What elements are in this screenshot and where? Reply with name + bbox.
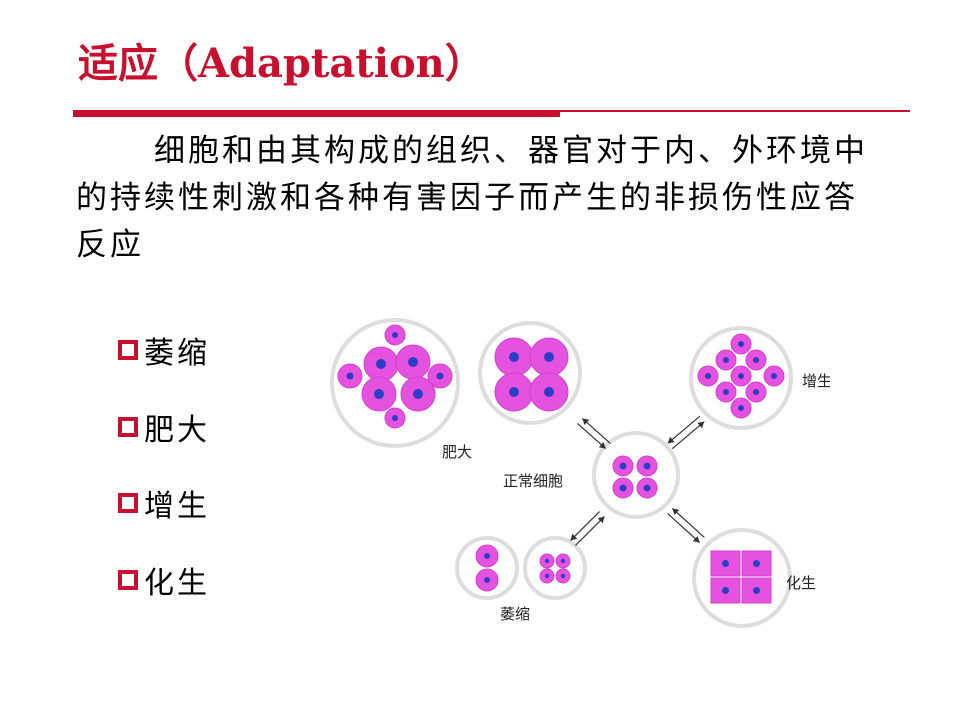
- nucleus: [723, 389, 729, 395]
- arrow-head-icon: [667, 436, 675, 444]
- nucleus: [705, 373, 711, 379]
- nucleus: [560, 558, 566, 564]
- bullet-item-hypertrophy: 肥大: [118, 407, 210, 448]
- arrow-head-icon: [582, 418, 590, 425]
- nucleus: [619, 462, 627, 470]
- nucleus: [484, 577, 490, 583]
- nucleus: [738, 405, 744, 411]
- arrow-head-icon: [697, 421, 705, 429]
- nucleus: [738, 341, 744, 347]
- nucleus: [643, 462, 651, 470]
- bullet-item-hyperplasia: 增生: [118, 483, 210, 524]
- title-rule: [73, 110, 910, 112]
- nucleus: [643, 484, 651, 492]
- bullet-item-atrophy: 萎缩: [118, 330, 210, 371]
- nucleus: [544, 352, 554, 362]
- nucleus: [509, 352, 519, 362]
- nucleus: [722, 587, 729, 594]
- label-hypertrophy: 肥大: [442, 443, 472, 461]
- nucleus: [484, 553, 490, 559]
- label-normal-cell: 正常细胞: [503, 472, 563, 490]
- bullet-item-metaplasia: 化生: [118, 560, 210, 601]
- arrow-line: [575, 516, 605, 546]
- nucleus: [722, 560, 729, 567]
- bullet-label: 萎缩: [144, 336, 210, 371]
- arrow-line: [667, 513, 701, 544]
- bullet-label: 化生: [144, 565, 210, 601]
- nucleus: [560, 573, 566, 579]
- arrow-line: [667, 415, 701, 444]
- nucleus: [619, 484, 627, 492]
- nucleus: [408, 357, 418, 367]
- definition-text: 细胞和由其构成的组织、器官对于内、外环境中的持续性刺激和各种有害因子而产生的非损…: [76, 133, 868, 263]
- arrow-head-icon: [597, 516, 605, 524]
- square-bullet-icon: [118, 493, 138, 513]
- nucleus: [413, 389, 423, 399]
- nucleus: [376, 359, 386, 369]
- nucleus: [392, 415, 398, 421]
- bullet-label: 增生: [144, 489, 210, 524]
- arrow-line: [570, 511, 600, 541]
- hypertrophy-ring-right: [478, 321, 582, 425]
- cell-groups: [330, 318, 793, 628]
- nucleus: [436, 372, 444, 380]
- nucleus: [544, 558, 550, 564]
- atrophy-ring-right: [523, 536, 587, 600]
- label-atrophy: 萎缩: [500, 605, 530, 623]
- arrow-head-icon: [598, 442, 606, 449]
- label-metaplasia: 化生: [786, 574, 816, 592]
- nucleus: [392, 332, 398, 338]
- cell-adaptation-diagram: 肥大 正常细胞 增生 萎缩 化生: [330, 318, 830, 628]
- arrow-head-icon: [672, 508, 680, 516]
- arrow-line: [581, 417, 611, 444]
- square-bullet-icon: [118, 340, 138, 360]
- nucleus: [753, 560, 760, 567]
- square-bullet-icon: [118, 569, 138, 590]
- arrow-head-icon: [570, 533, 578, 541]
- atrophy-ring-left: [455, 536, 519, 600]
- nucleus: [738, 373, 744, 379]
- nucleus: [723, 357, 729, 363]
- label-hyperplasia: 增生: [802, 372, 830, 390]
- arrows: [570, 415, 705, 546]
- arrow-line: [671, 507, 705, 538]
- nucleus: [544, 387, 554, 397]
- nucleus: [374, 389, 384, 399]
- normal-cell-ring: [592, 431, 680, 519]
- page-title: 适应（Adaptation）: [78, 40, 485, 87]
- arrow-line: [577, 423, 607, 450]
- arrow-line: [671, 421, 705, 450]
- nucleus: [771, 373, 777, 379]
- square-bullet-icon: [118, 416, 138, 437]
- nucleus: [753, 389, 759, 395]
- nucleus: [509, 387, 519, 397]
- nucleus: [346, 372, 354, 380]
- bullet-label: 肥大: [144, 412, 210, 448]
- nucleus: [544, 573, 550, 579]
- arrow-head-icon: [692, 535, 700, 543]
- nucleus: [753, 587, 760, 594]
- bullet-list: 萎缩 肥大 增生 化生: [118, 330, 210, 636]
- nucleus: [753, 357, 759, 363]
- title-underline: [73, 110, 560, 117]
